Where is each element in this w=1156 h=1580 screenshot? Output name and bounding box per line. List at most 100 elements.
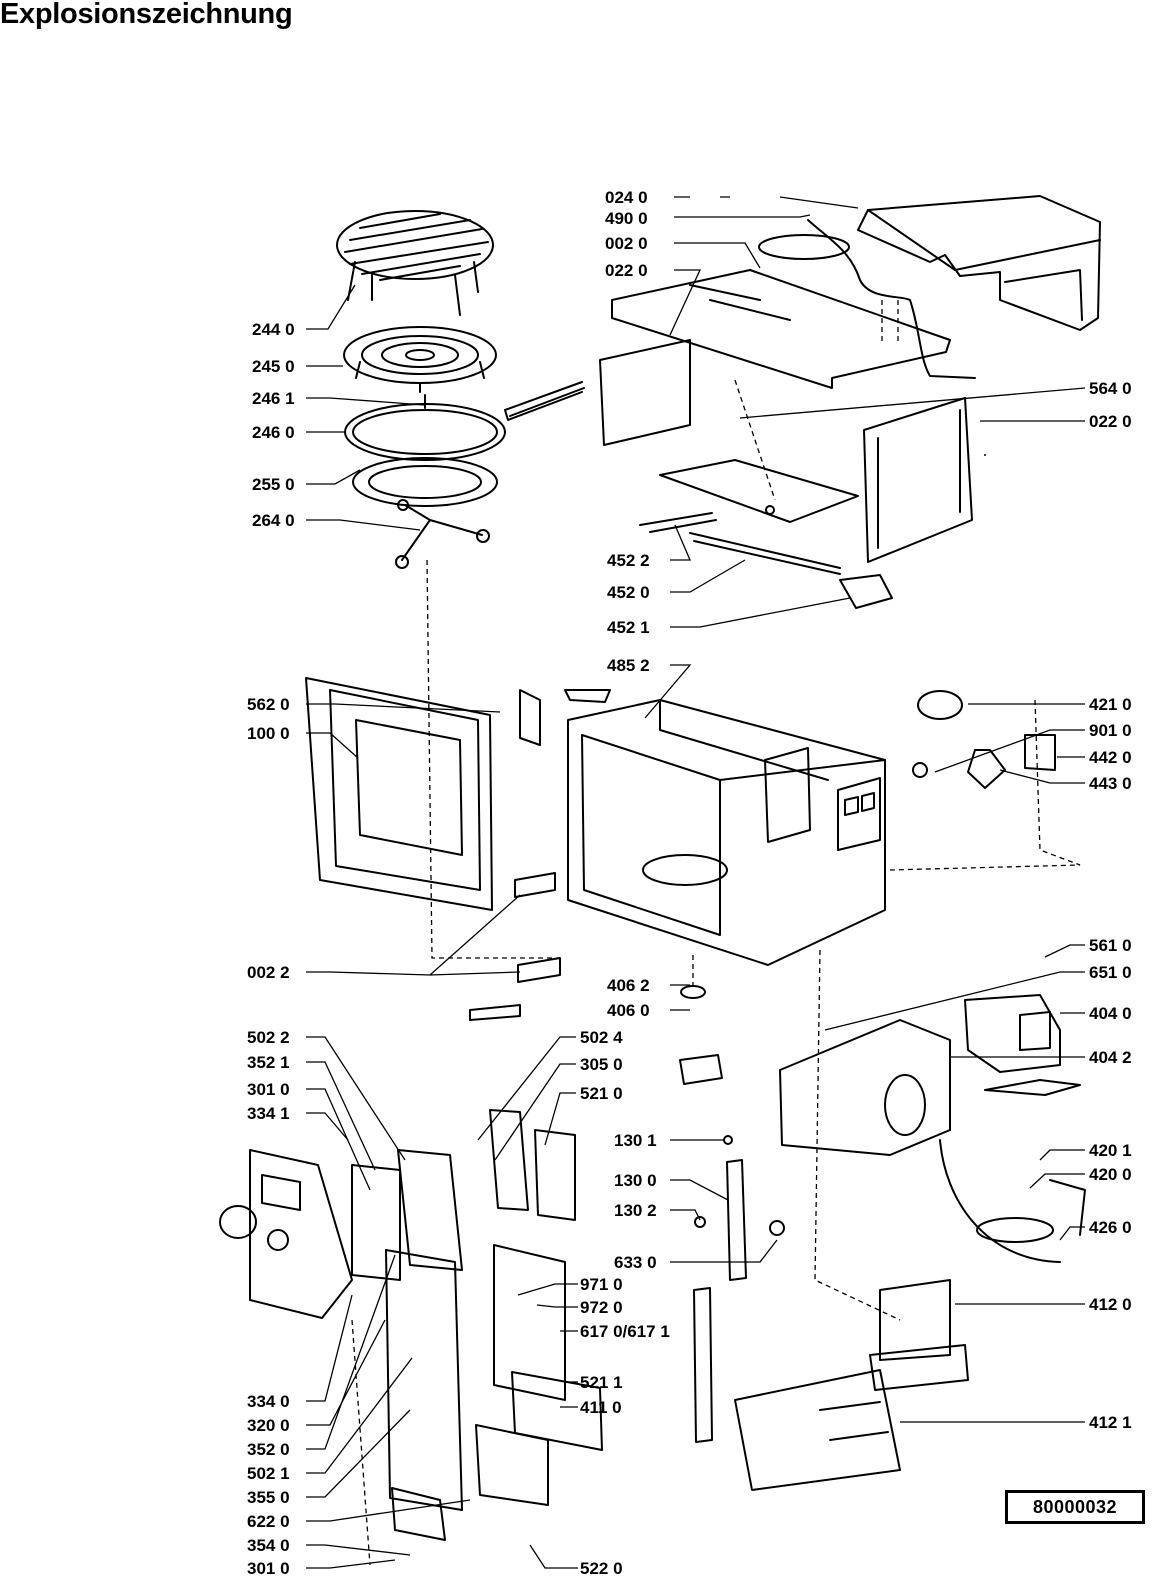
part-label-420-1: 420 1 [1089, 1141, 1132, 1160]
part-label-411-0: 411 0 [580, 1398, 622, 1417]
part-label-502-2: 502 2 [247, 1028, 290, 1047]
part-label-617-0-617-1: 617 0/617 1 [580, 1322, 670, 1341]
grill-rack-drawing [336, 210, 494, 316]
leader-line [306, 1499, 471, 1522]
leader-line [529, 1544, 578, 1569]
guide-plate-drawing [639, 459, 893, 609]
leader-line [306, 1294, 353, 1402]
part-label-412-0: 412 0 [1089, 1295, 1132, 1314]
part-label-022-0-top: 022 0 [605, 261, 648, 280]
part-label-485-2: 485 2 [607, 656, 650, 675]
part-label-100-0: 100 0 [247, 724, 290, 743]
leader-lines [306, 196, 1086, 1569]
part-label-442-0: 442 0 [1089, 748, 1132, 767]
side-panel-left-drawing [599, 339, 691, 446]
roller-coupler-drawing [395, 499, 490, 569]
part-label-002-2: 002 2 [247, 963, 290, 982]
part-label-971-0: 971 0 [580, 1275, 623, 1294]
alignment-lines [351, 300, 1081, 1566]
part-label-404-0: 404 0 [1089, 1004, 1132, 1023]
control-pcb-lower-drawing [385, 1244, 603, 1541]
part-label-305-0: 305 0 [580, 1055, 623, 1074]
part-label-404-2: 404 2 [1089, 1048, 1132, 1067]
part-label-522-0: 522 0 [580, 1559, 623, 1578]
hinge-plates-drawing [469, 872, 561, 1021]
part-label-130-1: 130 1 [614, 1131, 657, 1150]
control-panel-frame-drawing [219, 1149, 353, 1319]
magnetron-drawing [964, 994, 1061, 1073]
part-label-521-0: 521 0 [580, 1084, 623, 1103]
door-interlock-drawing [694, 1135, 785, 1281]
part-label-452-0: 452 0 [607, 583, 650, 602]
part-label-420-0: 420 0 [1089, 1165, 1132, 1184]
part-label-561-0: 561 0 [1089, 936, 1132, 955]
outer-casing-drawing [857, 195, 1101, 331]
turntable-drawing [344, 381, 585, 507]
part-label-301-0-top: 301 0 [247, 1080, 290, 1099]
capacitor-drawing [939, 1079, 1086, 1263]
part-label-972-0: 972 0 [580, 1298, 623, 1317]
part-label-406-2: 406 2 [607, 976, 650, 995]
fan-motor-drawing [912, 454, 1056, 789]
part-label-443-0: 443 0 [1089, 774, 1132, 793]
drawing-number: 80000032 [1032, 1496, 1118, 1517]
part-label-521-1: 521 1 [580, 1373, 623, 1392]
round-rack-drawing [343, 326, 497, 393]
part-label-651-0: 651 0 [1089, 963, 1132, 982]
part-label-130-0: 130 0 [614, 1171, 657, 1190]
leader-line [306, 1319, 386, 1426]
part-label-246-1: 246 1 [252, 389, 295, 408]
leader-line [306, 1409, 411, 1498]
part-label-426-0: 426 0 [1089, 1218, 1132, 1237]
page-title: Explosionszeichnung [0, 0, 293, 30]
transformer-drawing [869, 1279, 969, 1391]
part-label-245-0: 245 0 [252, 357, 295, 376]
oven-door-drawing [305, 677, 493, 911]
part-label-564-0: 564 0 [1089, 379, 1132, 398]
door-seal-strip-drawing [693, 1287, 713, 1443]
part-label-354-0: 354 0 [247, 1536, 290, 1555]
leader-line [306, 1357, 413, 1474]
part-label-352-1: 352 1 [247, 1053, 290, 1072]
part-label-352-0: 352 0 [247, 1440, 290, 1459]
part-label-502-4: 502 4 [580, 1028, 623, 1047]
part-label-421-0: 421 0 [1089, 695, 1132, 714]
leader-line [306, 1254, 396, 1450]
part-label-255-0: 255 0 [252, 475, 295, 494]
part-label-406-0: 406 0 [607, 1001, 650, 1020]
waveguide-bracket-drawing [779, 1019, 951, 1156]
part-number-labels: 024 0 490 0 002 0 022 0 244 0 245 0 246 … [247, 188, 1132, 1578]
part-label-562-0: 562 0 [247, 695, 290, 714]
part-label-022-0-right: 022 0 [1089, 412, 1132, 431]
part-label-622-0: 622 0 [247, 1512, 290, 1531]
part-label-633-0: 633 0 [614, 1253, 657, 1272]
part-label-490-0: 490 0 [605, 209, 648, 228]
control-pcb-upper-drawing [351, 1109, 576, 1281]
part-label-301-0-bottom: 301 0 [247, 1559, 290, 1578]
part-label-452-1: 452 1 [607, 618, 650, 637]
part-label-264-0: 264 0 [252, 511, 295, 530]
part-label-452-2: 452 2 [607, 551, 650, 570]
turntable-motor-drawing [679, 985, 723, 1085]
part-label-502-1: 502 1 [247, 1464, 290, 1483]
part-label-412-1: 412 1 [1089, 1413, 1132, 1432]
part-label-024-0: 024 0 [605, 188, 648, 207]
part-label-002-0: 002 0 [605, 234, 648, 253]
base-bracket-drawing [734, 1369, 901, 1491]
top-cover-plate-drawing [611, 269, 951, 389]
drawing-number-box: 80000032 [1005, 1490, 1145, 1524]
leader-line [306, 1559, 396, 1569]
oven-cavity-drawing [567, 699, 886, 966]
part-label-901-0: 901 0 [1089, 721, 1132, 740]
door-switch-assembly-drawing [519, 689, 611, 746]
side-panel-right-drawing [863, 397, 973, 563]
part-label-334-1: 334 1 [247, 1104, 290, 1123]
part-label-130-2: 130 2 [614, 1201, 657, 1220]
part-label-334-0: 334 0 [247, 1392, 290, 1411]
leader-line [306, 1544, 411, 1556]
part-label-244-0: 244 0 [252, 320, 295, 339]
lamp-wires-drawing [758, 219, 976, 379]
part-label-246-0: 246 0 [252, 423, 295, 442]
part-label-355-0: 355 0 [247, 1488, 290, 1507]
